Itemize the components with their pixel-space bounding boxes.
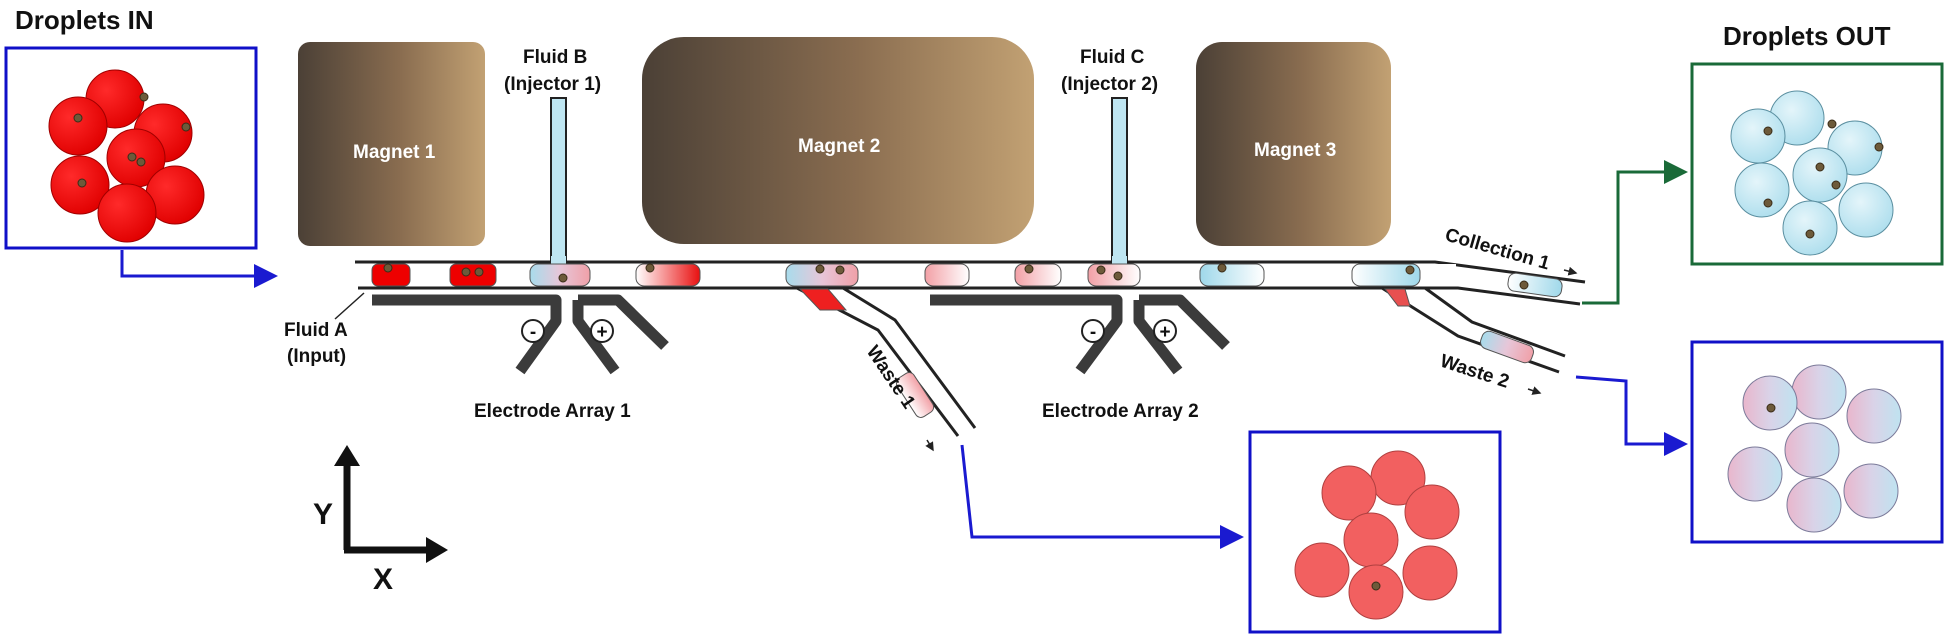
magnet-2-label: Magnet 2 [798,136,880,157]
coordinate-axes: Y X [313,445,448,596]
collection-1-flow-arrow [1563,266,1578,276]
magnet-2: Magnet 2 [642,37,1034,244]
fluid-a-label: Fluid A [284,320,348,341]
fluid-b-label: Fluid B [523,47,587,68]
magnet-3-label: Magnet 3 [1254,140,1336,161]
injector-2-junction [1112,256,1127,266]
droplets-in-box [4,46,258,250]
electrode-array-2-label: Electrode Array 2 [1042,401,1199,422]
fluid-b-sublabel: (Injector 1) [504,74,601,95]
waste-2-flow-arrow [1527,386,1542,395]
electrode-array-1-label: Electrode Array 1 [474,401,631,422]
waste-1-flow-arrow [925,439,934,452]
waste-2-output-box [1690,340,1944,544]
waste-2-flow-path [1575,375,1688,456]
electrode-1-plus-sign: + [596,322,607,343]
electrode-2-plus: + [1153,319,1177,343]
electrode-1-plus: + [590,319,614,343]
electrode-2-minus-sign: - [1090,322,1096,343]
magnet-3: Magnet 3 [1196,42,1391,246]
fluid-c-sublabel: (Injector 2) [1061,74,1158,95]
injector-2-channel [1111,97,1128,267]
fluid-a-pointer [334,292,365,320]
electrode-2-minus: - [1081,319,1105,343]
injector-1-channel [550,97,567,267]
collection-flow-arrow [1582,160,1688,305]
droplets-out-title: Droplets OUT [1723,21,1891,51]
fluid-a-sublabel: (Input) [287,346,346,367]
droplets-in-title: Droplets IN [15,5,154,35]
magnet-1: Magnet 1 [298,42,485,246]
channel-particles [383,263,1529,290]
waste-1-output-box [1248,430,1502,634]
waste-1-flow-path [960,444,1244,549]
electrode-1-minus-sign: - [530,322,536,343]
fluid-c-label: Fluid C [1080,47,1145,68]
electrode-1-minus: - [521,319,545,343]
collection-1-label: Collection 1 [1443,225,1553,275]
input-flow-arrow [120,250,278,288]
x-axis-label: X [373,563,393,596]
electrode-array-1 [372,294,669,375]
injector-1-junction [551,256,566,266]
waste-2-label: Waste 2 [1437,351,1511,393]
electrode-2-plus-sign: + [1159,322,1170,343]
y-axis-label: Y [313,498,333,531]
channel-interior [356,264,1456,286]
electrode-array-2 [930,294,1230,375]
magnet-1-label: Magnet 1 [353,142,436,163]
collection-output-box [1690,62,1944,266]
